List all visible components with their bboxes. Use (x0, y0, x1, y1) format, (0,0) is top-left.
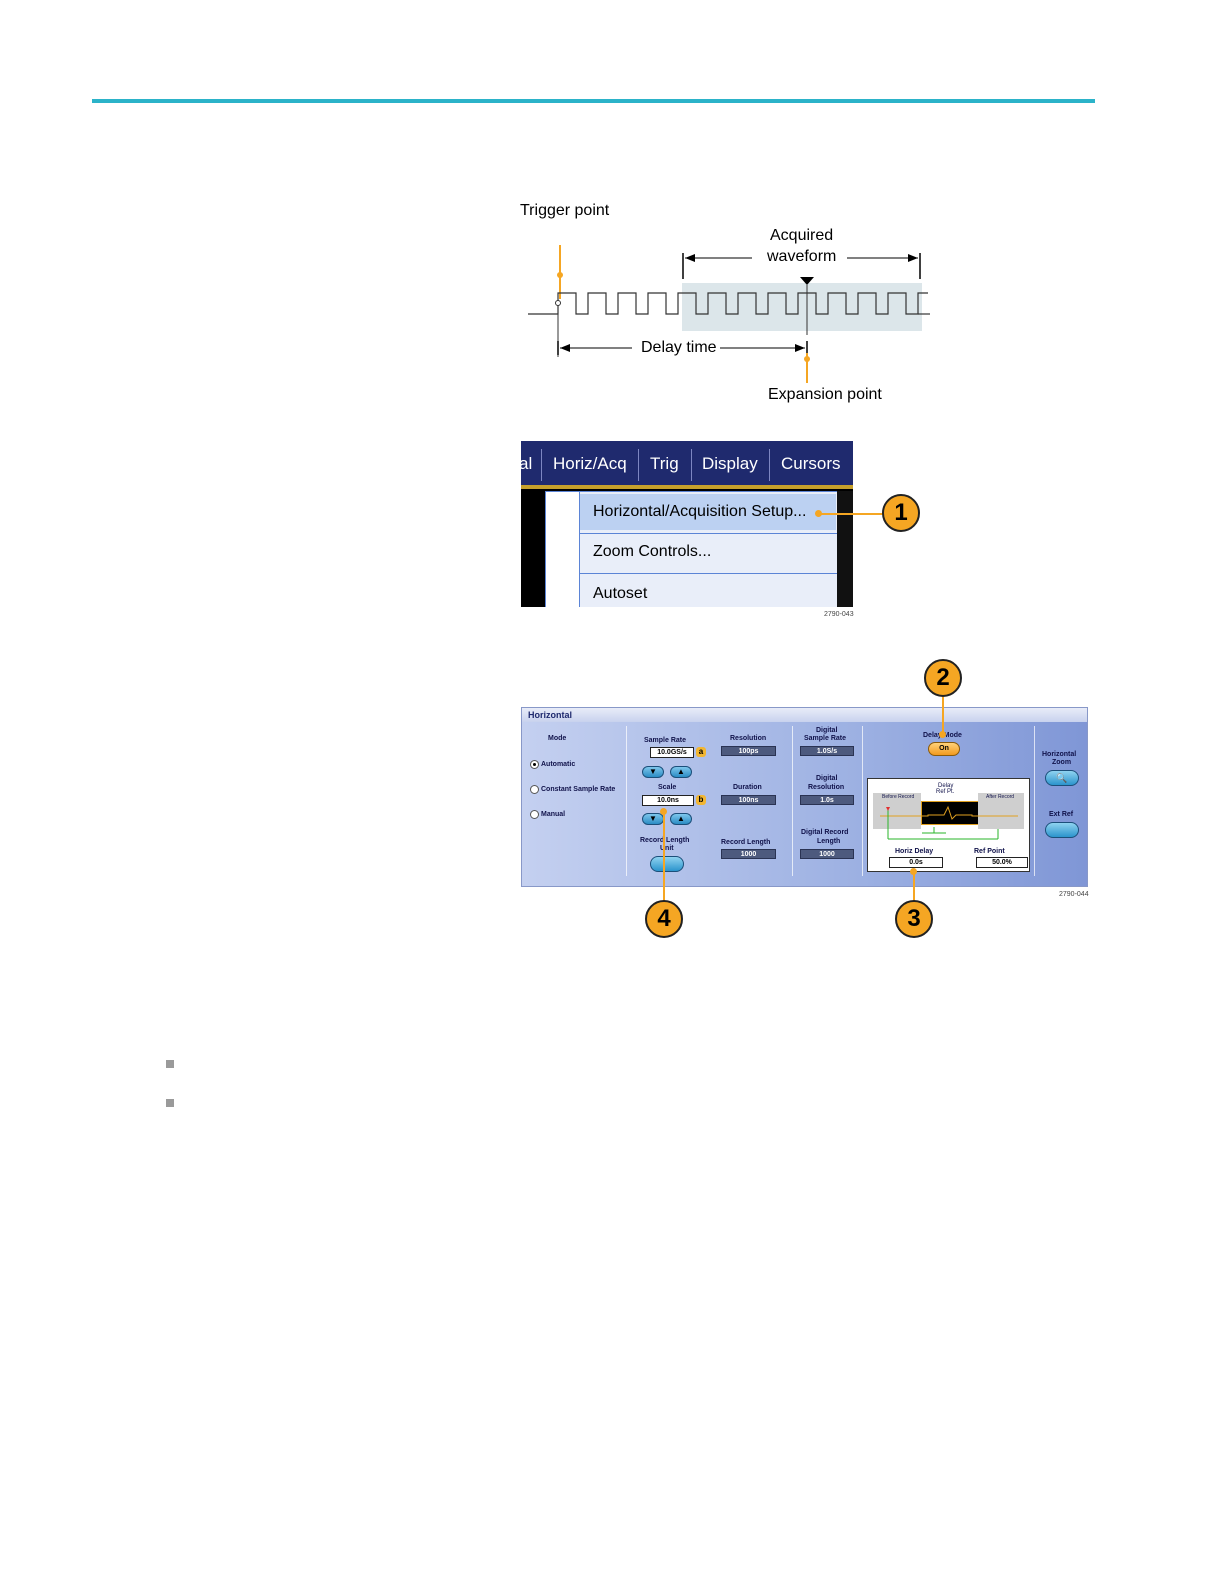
digital-record-length-label-1: Digital Record (801, 829, 849, 836)
callout-4-dot (660, 808, 667, 815)
record-length-unit-button[interactable] (650, 856, 684, 872)
ref-point-field[interactable]: 50.0% (976, 857, 1028, 868)
header-rule (92, 99, 1095, 103)
digital-resolution-label-2: Resolution (808, 784, 845, 791)
radio-automatic[interactable] (530, 760, 539, 769)
horizontal-panel: Horizontal Mode Automatic Constant Sampl… (521, 707, 1088, 887)
delay-preview-box: Delay Ref Pt. Before Record After Record… (867, 778, 1030, 872)
callout-2-dot (939, 731, 946, 738)
mode-constant-label: Constant Sample Rate (541, 786, 616, 793)
digital-resolution-value: 1.0s (800, 795, 854, 805)
menubar: al Horiz/Acq Trig Display Cursors (521, 441, 853, 489)
panel-body: Mode Automatic Constant Sample Rate Manu… (522, 722, 1087, 886)
horizontal-zoom-label-2: Zoom (1052, 759, 1072, 766)
callout-1-dot (815, 510, 822, 517)
callout-3-leader (913, 872, 915, 902)
acquired-label-line2: waveform (767, 248, 837, 265)
callout-3-dot (910, 868, 917, 875)
resolution-label: Resolution (730, 735, 767, 742)
list-bullet (166, 1099, 174, 1107)
waveform-diagram: Trigger point Acquired waveform Delay ti… (520, 195, 940, 410)
menu-item-display[interactable]: Display (702, 454, 758, 473)
duration-value: 100ns (721, 795, 776, 805)
horiz-acq-dropdown: Horizontal/Acquisition Setup... Zoom Con… (545, 491, 839, 607)
acquired-label-line1: Acquired (770, 227, 834, 244)
menu-item-cursors[interactable]: Cursors (781, 454, 841, 473)
delay-mode-value: On (939, 745, 949, 752)
figure-id-menu: 2790-043 (824, 611, 854, 618)
mode-manual-label: Manual (541, 811, 566, 818)
expansion-marker-dot (804, 356, 810, 362)
ext-ref-button[interactable] (1045, 822, 1079, 838)
figure-id-horizontal: 2790-044 (1059, 891, 1089, 898)
panel-title: Horizontal (522, 708, 1087, 722)
delay-time-label: Delay time (641, 339, 717, 356)
menu-item-trig[interactable]: Trig (650, 454, 679, 473)
scale-up-button[interactable]: ▲ (670, 813, 692, 825)
digital-sample-rate-label-2: Sample Rate (804, 735, 847, 742)
record-length-value: 1000 (721, 849, 776, 859)
record-length-unit-label-2: Unit (660, 845, 674, 852)
record-length-label: Record Length (721, 839, 771, 846)
menu-item-partial[interactable]: al (521, 454, 533, 473)
magnifier-icon: 🔍 (1056, 773, 1068, 783)
radio-constant-sample-rate[interactable] (530, 785, 539, 794)
callout-4-leader (663, 812, 665, 902)
mode-label: Mode (548, 735, 567, 742)
callout-4: 4 (645, 900, 683, 938)
scale-label: Scale (658, 784, 677, 791)
delay-mode-button[interactable]: On (928, 742, 960, 756)
mode-automatic-label: Automatic (541, 761, 576, 768)
menu-horizontal-acquisition-setup[interactable]: Horizontal/Acquisition Setup... (580, 494, 836, 530)
digital-sample-rate-label-1: Digital (816, 727, 838, 734)
callout-2-leader (942, 697, 944, 734)
horizontal-zoom-label-1: Horizontal (1042, 751, 1077, 758)
expansion-triangle (800, 277, 814, 285)
ext-ref-label: Ext Ref (1049, 811, 1074, 818)
digital-sample-rate-value: 1.0S/s (800, 746, 854, 756)
menu-item-horiz-acq[interactable]: Horiz/Acq (553, 454, 627, 473)
menu-screenshot: al Horiz/Acq Trig Display Cursors Horizo… (521, 441, 853, 607)
badge-a: a (696, 747, 706, 757)
sample-rate-label: Sample Rate (644, 737, 687, 744)
callout-1-leader (818, 513, 884, 515)
after-record-label: After Record (986, 794, 1015, 800)
radio-manual[interactable] (530, 810, 539, 819)
scale-field[interactable]: 10.0ns (642, 795, 694, 806)
trigger-marker-dot (557, 272, 563, 278)
callout-2: 2 (924, 659, 962, 697)
expansion-point-label: Expansion point (768, 386, 882, 403)
callout-1: 1 (882, 494, 920, 532)
delay-ref-label-1: Delay (938, 783, 954, 789)
trigger-point-label: Trigger point (520, 202, 610, 219)
ref-point-label: Ref Point (974, 848, 1005, 855)
list-bullet (166, 1060, 174, 1068)
square-wave (528, 292, 928, 315)
horiz-delay-field[interactable]: 0.0s (889, 857, 943, 868)
sample-rate-down-button[interactable]: ▼ (642, 766, 664, 778)
scale-down-button[interactable]: ▼ (642, 813, 664, 825)
badge-b: b (696, 795, 706, 805)
horizontal-zoom-button[interactable]: 🔍 (1045, 770, 1079, 786)
menu-autoset[interactable]: Autoset (593, 585, 648, 602)
sample-rate-field[interactable]: 10.0GS/s (650, 747, 694, 758)
resolution-value: 100ps (721, 746, 776, 756)
digital-resolution-label-1: Digital (816, 775, 838, 782)
horiz-delay-label: Horiz Delay (895, 848, 934, 855)
delay-ref-label-2: Ref Pt. (936, 789, 955, 795)
menu-zoom-controls[interactable]: Zoom Controls... (593, 543, 712, 560)
before-record-label: Before Record (882, 794, 915, 800)
duration-label: Duration (733, 784, 762, 791)
acquired-region (682, 283, 922, 331)
waveform-svg (528, 245, 930, 383)
digital-record-length-value: 1000 (800, 849, 854, 859)
digital-record-length-label-2: Length (817, 838, 841, 845)
before-record-region (873, 793, 921, 829)
trigger-point-circle (555, 300, 561, 306)
sample-rate-up-button[interactable]: ▲ (670, 766, 692, 778)
delay-preview-wave (880, 805, 1018, 840)
callout-3: 3 (895, 900, 933, 938)
after-record-region (978, 793, 1024, 829)
